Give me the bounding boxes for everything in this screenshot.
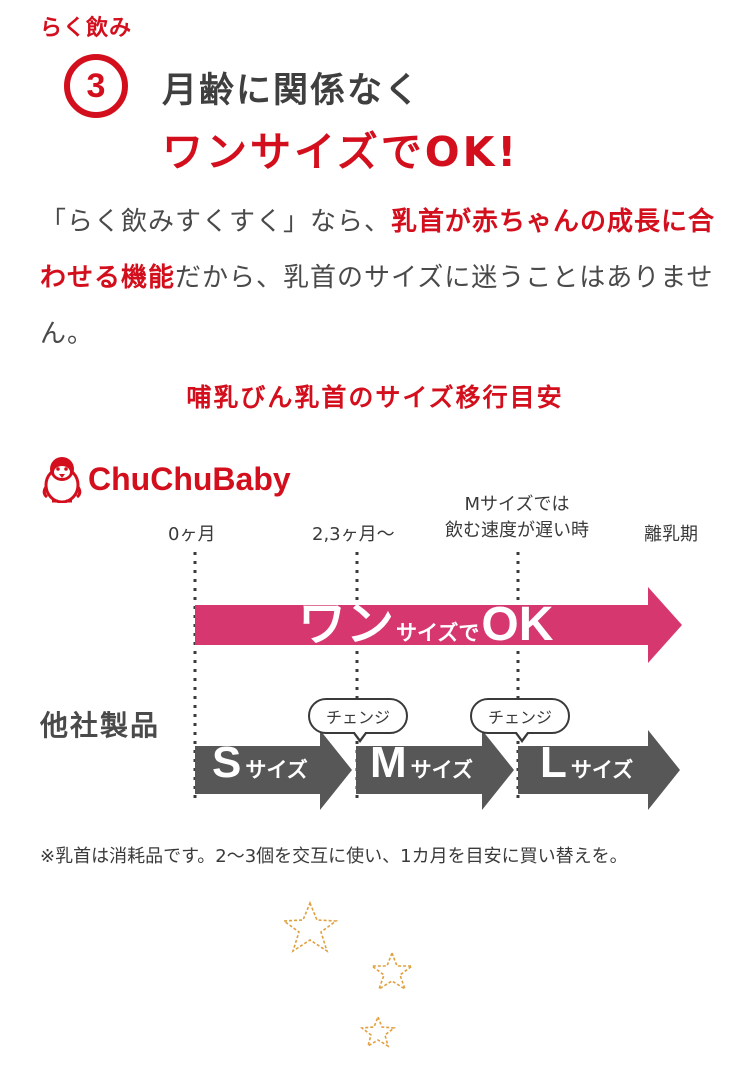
- chuchu-label-small: サイズで: [396, 622, 480, 645]
- timeline-label-2-3m: 2,3ヶ月～: [312, 524, 395, 545]
- l-size-label: L サイズ: [540, 738, 633, 788]
- timeline-label-msize-note-1: Mサイズでは: [464, 494, 570, 515]
- footnote: ※乳首は消耗品です。2～3個を交互に使い、1カ月を目安に買い替えを。: [40, 846, 628, 867]
- star-icon: [359, 1014, 397, 1048]
- timeline-label-0m: 0ヶ月: [168, 524, 216, 545]
- l-size-letter: L: [540, 738, 567, 787]
- body-text-2: だから、乳首のサイズに迷うことはありません。: [40, 263, 714, 349]
- l-size-text: サイズ: [570, 759, 634, 782]
- body-highlight: 乳首が赤ちゃんの成長に合わせる機能: [40, 207, 716, 293]
- chuchu-arrow-shape: [195, 587, 682, 663]
- star-icon: [281, 900, 339, 953]
- kicker-label: らく飲み: [40, 16, 133, 41]
- feature-number-badge: 3: [64, 54, 128, 118]
- change-bubble-m-to-l: チェンジ: [470, 698, 570, 743]
- timeline-label-msize-note-2: 飲む速度が遅い時: [445, 520, 589, 541]
- m-size-arrow: [356, 730, 514, 810]
- chuchu-label-big-2: OK: [481, 598, 554, 651]
- s-size-text: サイズ: [245, 759, 308, 782]
- chuchu-label-big-1: ワン: [298, 598, 395, 651]
- m-size-text: サイズ: [410, 759, 474, 782]
- chuchu-arrow-label: ワン サイズで OK: [298, 584, 553, 654]
- chuchu-one-size-arrow: [195, 587, 682, 663]
- s-size-letter: S: [212, 738, 242, 787]
- m-size-label: M サイズ: [370, 738, 473, 788]
- chart-title: 哺乳びん乳首のサイズ移行目安: [186, 383, 564, 412]
- brand-logo: ChuChuBaby: [42, 455, 291, 503]
- timeline-label-weaning: 離乳期: [644, 524, 698, 545]
- s-size-arrow: [195, 730, 352, 810]
- body-text-1: 「らく飲みすくすく」なら、: [40, 207, 392, 237]
- other-brands-label: 他社製品: [40, 709, 161, 742]
- l-size-arrow: [518, 730, 680, 810]
- penguin-icon: [42, 457, 82, 503]
- change-bubble-s-to-m: チェンジ: [308, 698, 408, 743]
- other-brands-arrows: [195, 730, 680, 810]
- brand-name: ChuChuBaby: [88, 460, 291, 497]
- m-size-letter: M: [370, 738, 407, 787]
- body-paragraph: 「らく飲みすくすく」なら、乳首が赤ちゃんの成長に合わせる機能だから、乳首のサイズ…: [40, 194, 720, 362]
- star-icon: [369, 950, 415, 991]
- headline-line2: ワンサイズでOK!: [162, 128, 520, 176]
- s-size-label: S サイズ: [212, 738, 308, 788]
- headline-line1: 月齢に関係なく: [162, 71, 422, 111]
- decorative-stars: [281, 900, 415, 1048]
